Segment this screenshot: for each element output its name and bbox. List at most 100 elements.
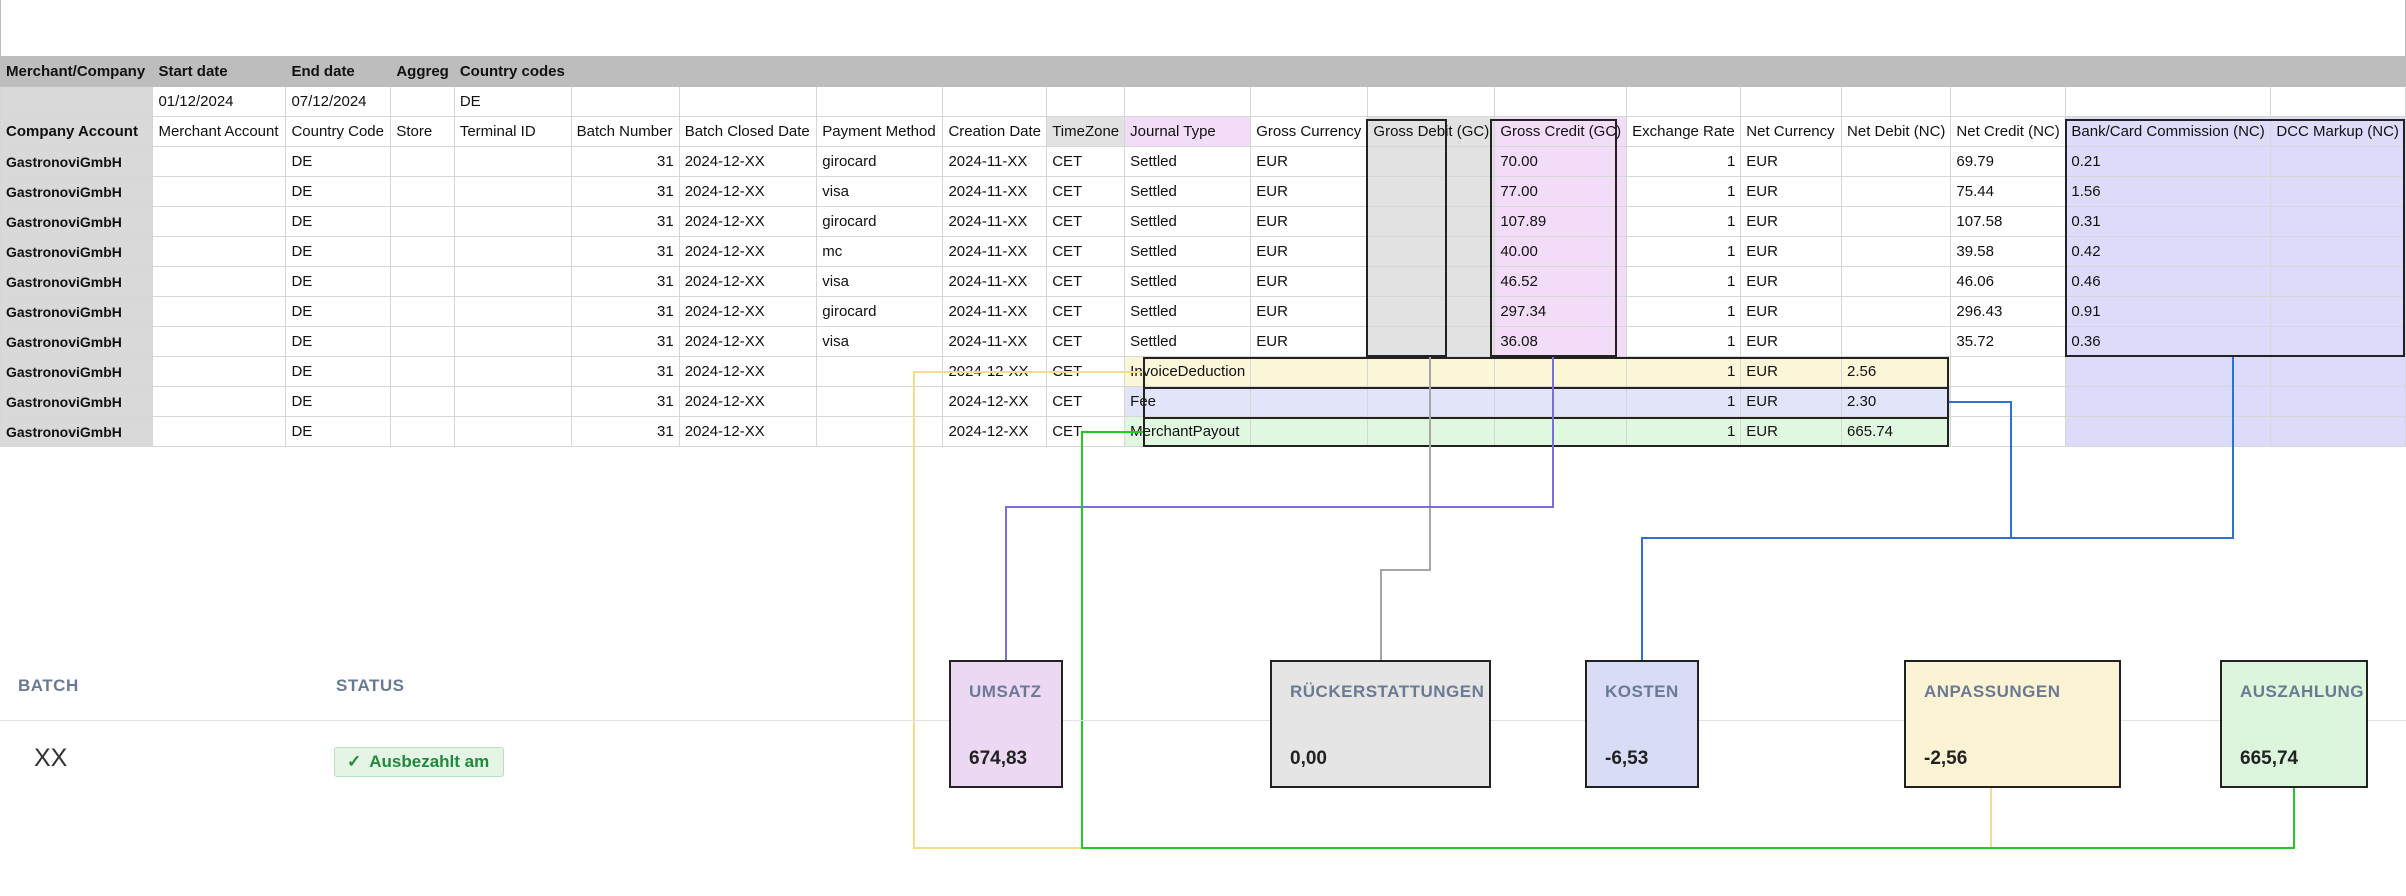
column-header[interactable]: Company Account <box>0 116 154 147</box>
cell-dcc[interactable] <box>2270 416 2406 447</box>
cell-created[interactable]: 2024-11-XX <box>942 236 1048 267</box>
cell-terminal[interactable] <box>453 326 572 357</box>
column-header[interactable]: Bank/Card Commission (NC) <box>2065 116 2272 147</box>
cell-country[interactable]: DE <box>285 326 392 357</box>
cell-company[interactable]: GastronoviGmbH <box>0 386 154 417</box>
cell-terminal[interactable] <box>453 266 572 297</box>
cell-gdebit[interactable] <box>1367 236 1496 267</box>
cell-store[interactable] <box>390 296 455 327</box>
cell-gcredit[interactable]: 70.00 <box>1494 146 1628 177</box>
cell-ncur[interactable]: EUR <box>1740 146 1843 177</box>
cell-ndebit[interactable] <box>1841 176 1952 207</box>
cell-merchant[interactable] <box>152 146 287 177</box>
cell-gcur[interactable]: EUR <box>1250 176 1369 207</box>
cell-gcur[interactable]: EUR <box>1250 236 1369 267</box>
cell-commission[interactable]: 0.21 <box>2065 146 2272 177</box>
cell-tz[interactable]: CET <box>1046 416 1126 447</box>
cell-closed[interactable]: 2024-12-XX <box>678 356 818 387</box>
cell-merchant[interactable] <box>152 206 287 237</box>
cell-gcur[interactable] <box>1250 416 1369 447</box>
cell-ncur[interactable]: EUR <box>1740 176 1843 207</box>
cell-rate[interactable]: 1 <box>1626 356 1742 387</box>
cell-dcc[interactable] <box>2270 266 2406 297</box>
cell-gcredit[interactable] <box>1494 416 1628 447</box>
cell-tz[interactable]: CET <box>1046 176 1126 207</box>
cell-rate[interactable]: 1 <box>1626 176 1742 207</box>
cell-merchant[interactable] <box>152 266 287 297</box>
cell-terminal[interactable] <box>453 206 572 237</box>
cell-gcredit[interactable] <box>1494 386 1628 417</box>
start-date-cell[interactable]: 01/12/2024 <box>152 86 287 117</box>
cell-ncur[interactable]: EUR <box>1740 416 1843 447</box>
cell-gdebit[interactable] <box>1367 386 1496 417</box>
cell-gdebit[interactable] <box>1367 326 1496 357</box>
cell-terminal[interactable] <box>453 146 572 177</box>
cell-batch[interactable]: 31 <box>570 206 680 237</box>
cell-store[interactable] <box>390 176 455 207</box>
cell-gcredit[interactable]: 36.08 <box>1494 326 1628 357</box>
cell-terminal[interactable] <box>453 386 572 417</box>
cell-store[interactable] <box>390 416 455 447</box>
cell-gcredit[interactable]: 46.52 <box>1494 266 1628 297</box>
cell-country[interactable]: DE <box>285 416 392 447</box>
cell-country[interactable]: DE <box>285 176 392 207</box>
cell-store[interactable] <box>390 356 455 387</box>
cell-method[interactable] <box>816 386 944 417</box>
cell-gcredit[interactable]: 107.89 <box>1494 206 1628 237</box>
cell-ncur[interactable]: EUR <box>1740 296 1843 327</box>
cell-terminal[interactable] <box>453 416 572 447</box>
cell-created[interactable]: 2024-11-XX <box>942 206 1048 237</box>
cell-commission[interactable]: 0.91 <box>2065 296 2272 327</box>
cell-gdebit[interactable] <box>1367 356 1496 387</box>
cell-country[interactable]: DE <box>285 206 392 237</box>
cell-merchant[interactable] <box>152 356 287 387</box>
column-header[interactable]: Country Code <box>285 116 392 147</box>
cell-tz[interactable]: CET <box>1046 296 1126 327</box>
cell-tz[interactable]: CET <box>1046 206 1126 237</box>
cell-ncredit[interactable]: 296.43 <box>1950 296 2067 327</box>
cell-dcc[interactable] <box>2270 146 2406 177</box>
cell-method[interactable] <box>816 416 944 447</box>
column-header[interactable]: Exchange Rate <box>1626 116 1742 147</box>
column-header[interactable]: TimeZone <box>1046 116 1126 147</box>
column-header[interactable]: Payment Method <box>816 116 944 147</box>
cell-dcc[interactable] <box>2270 386 2406 417</box>
cell-ncur[interactable]: EUR <box>1740 266 1843 297</box>
cell-store[interactable] <box>390 236 455 267</box>
cell-company[interactable]: GastronoviGmbH <box>0 176 154 207</box>
cell-batch[interactable]: 31 <box>570 416 680 447</box>
cell-country[interactable]: DE <box>285 236 392 267</box>
column-header[interactable]: Batch Number <box>570 116 680 147</box>
cell-company[interactable]: GastronoviGmbH <box>0 416 154 447</box>
cell-merchant[interactable] <box>152 176 287 207</box>
cell-rate[interactable]: 1 <box>1626 236 1742 267</box>
cell-closed[interactable]: 2024-12-XX <box>678 326 818 357</box>
cell-ndebit[interactable]: 665.74 <box>1841 416 1952 447</box>
cell-company[interactable]: GastronoviGmbH <box>0 356 154 387</box>
cell-tz[interactable]: CET <box>1046 386 1126 417</box>
cell-commission[interactable] <box>2065 386 2272 417</box>
cell-ncredit[interactable]: 107.58 <box>1950 206 2067 237</box>
cell-method[interactable]: visa <box>816 176 944 207</box>
cell-ncur[interactable]: EUR <box>1740 386 1843 417</box>
cell-ndebit[interactable]: 2.30 <box>1841 386 1952 417</box>
cell-ncredit[interactable] <box>1950 416 2067 447</box>
cell-closed[interactable]: 2024-12-XX <box>678 386 818 417</box>
cell-dcc[interactable] <box>2270 296 2406 327</box>
cell-merchant[interactable] <box>152 386 287 417</box>
cell-created[interactable]: 2024-11-XX <box>942 326 1048 357</box>
column-header[interactable]: Net Debit (NC) <box>1841 116 1952 147</box>
cell-merchant[interactable] <box>152 236 287 267</box>
cell-created[interactable]: 2024-11-XX <box>942 146 1048 177</box>
cell-rate[interactable]: 1 <box>1626 146 1742 177</box>
cell-merchant[interactable] <box>152 326 287 357</box>
cell-terminal[interactable] <box>453 236 572 267</box>
cell-created[interactable]: 2024-11-XX <box>942 296 1048 327</box>
cell-ndebit[interactable] <box>1841 326 1952 357</box>
cell-gcredit[interactable]: 40.00 <box>1494 236 1628 267</box>
cell-method[interactable]: girocard <box>816 206 944 237</box>
cell-gcur[interactable]: EUR <box>1250 266 1369 297</box>
cell-gdebit[interactable] <box>1367 266 1496 297</box>
cell-journal[interactable]: Settled <box>1124 266 1252 297</box>
cell-journal[interactable]: Settled <box>1124 146 1252 177</box>
